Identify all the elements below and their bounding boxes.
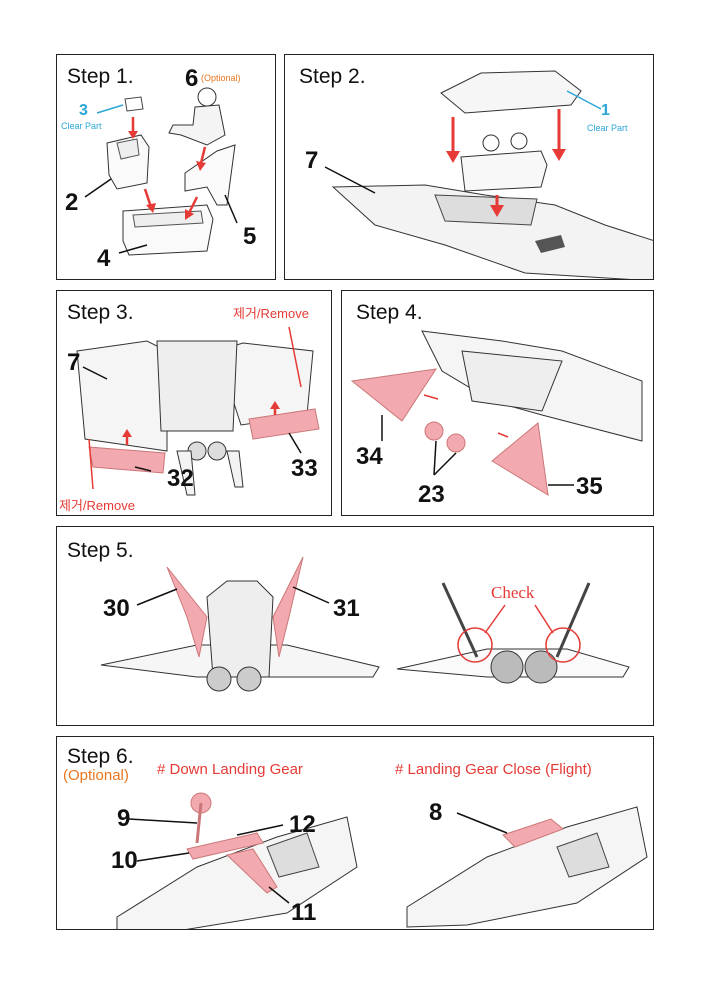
step6-close-gear-heading: # Landing Gear Close (Flight) (395, 761, 592, 778)
step1-illustration (84, 87, 238, 256)
step3-part33-label: 33 (291, 455, 318, 482)
step6-optional-label: (Optional) (63, 767, 129, 784)
step1-part6-label: 6 (185, 65, 199, 92)
step3-part7-label: 7 (67, 349, 81, 376)
step1-title: Step 1. (67, 65, 134, 88)
step2-illustration (324, 70, 653, 279)
step3-panel: Step 3. 제거/Remove 제거/Remove 7 32 33 (56, 290, 332, 516)
step5-part31-label: 31 (333, 595, 360, 622)
step1-part5-label: 5 (243, 223, 257, 250)
step6-panel: Step 6. (Optional) # Down Landing Gear #… (56, 736, 654, 930)
step4-part35-label: 35 (576, 473, 603, 500)
step6-part12-label: 12 (289, 811, 316, 838)
step1-part4-label: 4 (97, 245, 111, 272)
step4-part23-label: 23 (418, 481, 445, 508)
step5-panel: Step 5. 30 31 Check (56, 526, 654, 726)
step6-part10-label: 10 (111, 847, 138, 874)
step3-part32-label: 32 (167, 465, 194, 492)
step6-illustration (116, 792, 648, 929)
step2-title: Step 2. (299, 65, 366, 88)
step5-check-label: Check (491, 583, 535, 602)
step2-panel: Step 2. 1 Clear Part 7 (284, 54, 654, 280)
step6-title: Step 6. (67, 745, 134, 768)
step4-title: Step 4. (356, 301, 423, 324)
step3-title: Step 3. (67, 301, 134, 324)
step6-part9-label: 9 (117, 805, 131, 832)
step6-down-gear-heading: # Down Landing Gear (157, 761, 303, 778)
step2-part1-label: 1 (601, 102, 610, 119)
step5-title: Step 5. (67, 539, 134, 562)
step1-part3-note: Clear Part (61, 121, 102, 131)
step1-panel: Step 1. 3 Clear Part 6 (Optional) 2 4 5 (56, 54, 276, 280)
step6-part11-label: 11 (291, 899, 317, 926)
step3-illustration (76, 326, 320, 496)
step5-part30-label: 30 (103, 595, 130, 622)
step1-part3-label: 3 (79, 102, 88, 119)
step4-part34-label: 34 (356, 443, 383, 470)
step6-part8-label: 8 (429, 799, 443, 826)
step2-part1-note: Clear Part (587, 123, 628, 133)
step2-part7-label: 7 (305, 147, 319, 174)
step1-part2-label: 2 (65, 189, 79, 216)
step3-remove-bottom-label: 제거/Remove (59, 498, 135, 513)
step5-illustration (100, 556, 630, 692)
step4-illustration (350, 330, 643, 496)
step3-remove-top-label: 제거/Remove (233, 306, 309, 321)
step4-panel: Step 4. 34 23 35 (341, 290, 654, 516)
step1-part6-note: (Optional) (201, 73, 241, 83)
